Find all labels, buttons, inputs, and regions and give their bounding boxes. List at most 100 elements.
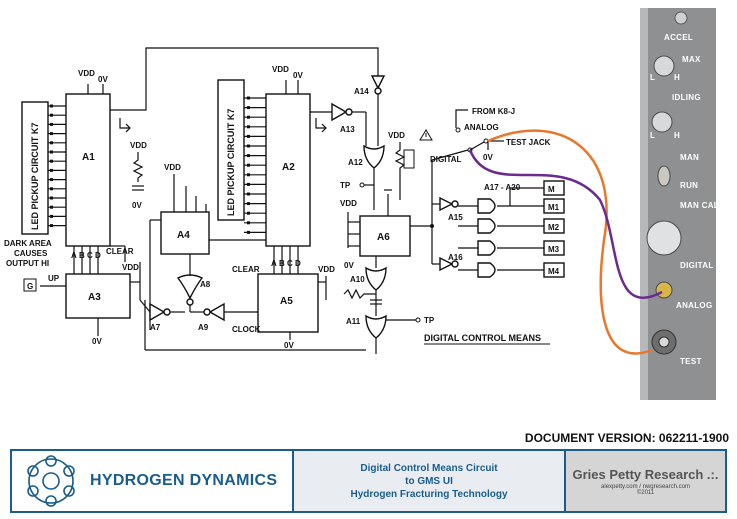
title-line-2: to GMS UI bbox=[405, 475, 453, 487]
brand-name: HYDROGEN DYNAMICS bbox=[90, 472, 278, 489]
a5-clock: CLOCK bbox=[232, 325, 261, 334]
and-gates-a17-a20 bbox=[458, 198, 544, 278]
led-input-lines-a2 bbox=[244, 96, 266, 234]
cap-0v: 0V bbox=[132, 201, 142, 210]
buffer-a14 bbox=[370, 75, 386, 90]
a6-vdd: VDD bbox=[340, 199, 357, 208]
cap-vdd: VDD bbox=[130, 141, 147, 150]
output-box-m2 bbox=[543, 218, 565, 234]
test-jack-0v: 0V bbox=[483, 153, 493, 162]
a1-pin-a: A bbox=[71, 251, 77, 260]
gates-a17-a20-label: A17 - A20 bbox=[484, 183, 521, 192]
buffer-a14-label: A14 bbox=[354, 87, 369, 96]
test-jack-label: TEST JACK bbox=[506, 138, 551, 147]
chip-a1 bbox=[65, 93, 111, 247]
buffer-a15-label: A15 bbox=[448, 213, 463, 222]
output-box-m3 bbox=[543, 240, 565, 256]
a1-clear: CLEAR bbox=[106, 247, 134, 256]
buffer-a13-label: A13 bbox=[340, 125, 355, 134]
chip-a4 bbox=[160, 211, 210, 255]
chip-a4-label: A4 bbox=[177, 230, 190, 241]
a6-0v: 0V bbox=[344, 261, 354, 270]
orange-patch-wire bbox=[487, 129, 653, 355]
gate-a12-label: A12 bbox=[348, 158, 363, 167]
panel-l-2: L bbox=[650, 131, 655, 140]
a1-vdd: VDD bbox=[78, 69, 95, 78]
led-pickup-bar-left bbox=[21, 101, 49, 235]
a1-pin-d: D bbox=[95, 251, 101, 260]
hydrogen-dynamics-logo-icon bbox=[27, 455, 75, 507]
chip-a6 bbox=[359, 215, 411, 257]
output-label-m1: M1 bbox=[548, 203, 560, 212]
digital-analog-jack[interactable] bbox=[655, 281, 673, 299]
panel-max: MAX bbox=[682, 55, 701, 64]
panel-digital: DIGITAL bbox=[680, 261, 714, 270]
led-pickup-label-left: LED PICKUP CIRCUIT K7 bbox=[30, 123, 40, 230]
chip-a5 bbox=[257, 273, 319, 333]
gate-a8 bbox=[176, 274, 204, 300]
buffer-a9-label: A9 bbox=[198, 323, 209, 332]
led-pickup-label-mid: LED PICKUP CIRCUIT K7 bbox=[226, 109, 236, 216]
buffer-a15 bbox=[439, 196, 454, 212]
a2-vdd: VDD bbox=[272, 65, 289, 74]
chip-a3-label: A3 bbox=[88, 292, 101, 303]
gate-a10-label: A10 bbox=[350, 275, 365, 284]
man-cal-knob[interactable] bbox=[646, 220, 682, 256]
a1-0v: 0V bbox=[98, 75, 108, 84]
buffer-a7 bbox=[149, 302, 166, 322]
g-signal: G bbox=[27, 282, 33, 291]
research-block: Gries Petty Research .:. alexpetty.com /… bbox=[566, 451, 725, 511]
panel-test: TEST bbox=[680, 357, 702, 366]
a2-pin-b: B bbox=[279, 259, 285, 268]
a5-vdd: VDD bbox=[318, 265, 335, 274]
switch-digital: DIGITAL bbox=[430, 155, 462, 164]
panel-accel: ACCEL bbox=[664, 33, 693, 42]
title-line-1: Digital Control Means Circuit bbox=[360, 462, 498, 474]
schematic-caption: DIGITAL CONTROL MEANS bbox=[424, 333, 541, 343]
a2-pin-c: C bbox=[287, 259, 293, 268]
research-year: ©2011 bbox=[636, 489, 655, 496]
tp-upper: TP bbox=[340, 181, 351, 190]
gate-a11 bbox=[365, 314, 387, 339]
man-run-toggle[interactable] bbox=[657, 165, 671, 187]
output-box-m4 bbox=[543, 262, 565, 278]
a1-pin-c: C bbox=[87, 251, 93, 260]
from-k8j: FROM K8-J bbox=[472, 107, 515, 116]
output-label-m3: M3 bbox=[548, 245, 560, 254]
footer-banner: HYDROGEN DYNAMICS Digital Control Means … bbox=[10, 449, 727, 513]
gate-a12 bbox=[363, 144, 385, 169]
a2-pin-d: D bbox=[295, 259, 301, 268]
a5-0v: 0V bbox=[284, 341, 294, 350]
dark-area-note-1: DARK AREA bbox=[4, 239, 52, 248]
idling-knob[interactable] bbox=[651, 111, 673, 133]
buffer-a16-label: A16 bbox=[448, 253, 463, 262]
panel-man-cal: MAN CAL bbox=[680, 201, 719, 210]
research-url: alexpetty.com / nwgresearch.com bbox=[601, 483, 690, 490]
dark-area-note-3: OUTPUT HI bbox=[6, 259, 49, 268]
chip-a5-label: A5 bbox=[280, 296, 293, 307]
gate-a11-label: A11 bbox=[346, 317, 361, 326]
chip-a2-label: A2 bbox=[282, 162, 295, 173]
a1-pin-b: B bbox=[79, 251, 85, 260]
title-line-3: Hydrogen Fracturing Technology bbox=[350, 488, 508, 500]
output-box-m1 bbox=[543, 198, 565, 214]
led-pickup-bar-mid bbox=[217, 79, 245, 221]
a2-clear: CLEAR bbox=[232, 265, 260, 274]
panel-man: MAN bbox=[680, 153, 699, 162]
control-panel-photo bbox=[640, 8, 716, 400]
buffer-a13 bbox=[331, 102, 348, 122]
panel-run: RUN bbox=[680, 181, 698, 190]
buffer-a16 bbox=[439, 256, 454, 272]
a4-vdd: VDD bbox=[164, 163, 181, 172]
panel-l-1: L bbox=[650, 73, 655, 82]
panel-idling: IDLING bbox=[672, 93, 701, 102]
a2-pin-a: A bbox=[271, 259, 277, 268]
purple-patch-wire bbox=[468, 149, 663, 300]
accel-knob[interactable] bbox=[653, 55, 675, 77]
output-label-m: M bbox=[548, 185, 555, 194]
document-version: DOCUMENT VERSION: 062211-1900 bbox=[524, 431, 729, 445]
chip-a2 bbox=[265, 93, 311, 247]
schematic-diagram: LED PICKUP CIRCUIT K7 A1 VDD 0V DARK ARE… bbox=[4, 8, 719, 400]
gate-a8-label: A8 bbox=[200, 280, 211, 289]
